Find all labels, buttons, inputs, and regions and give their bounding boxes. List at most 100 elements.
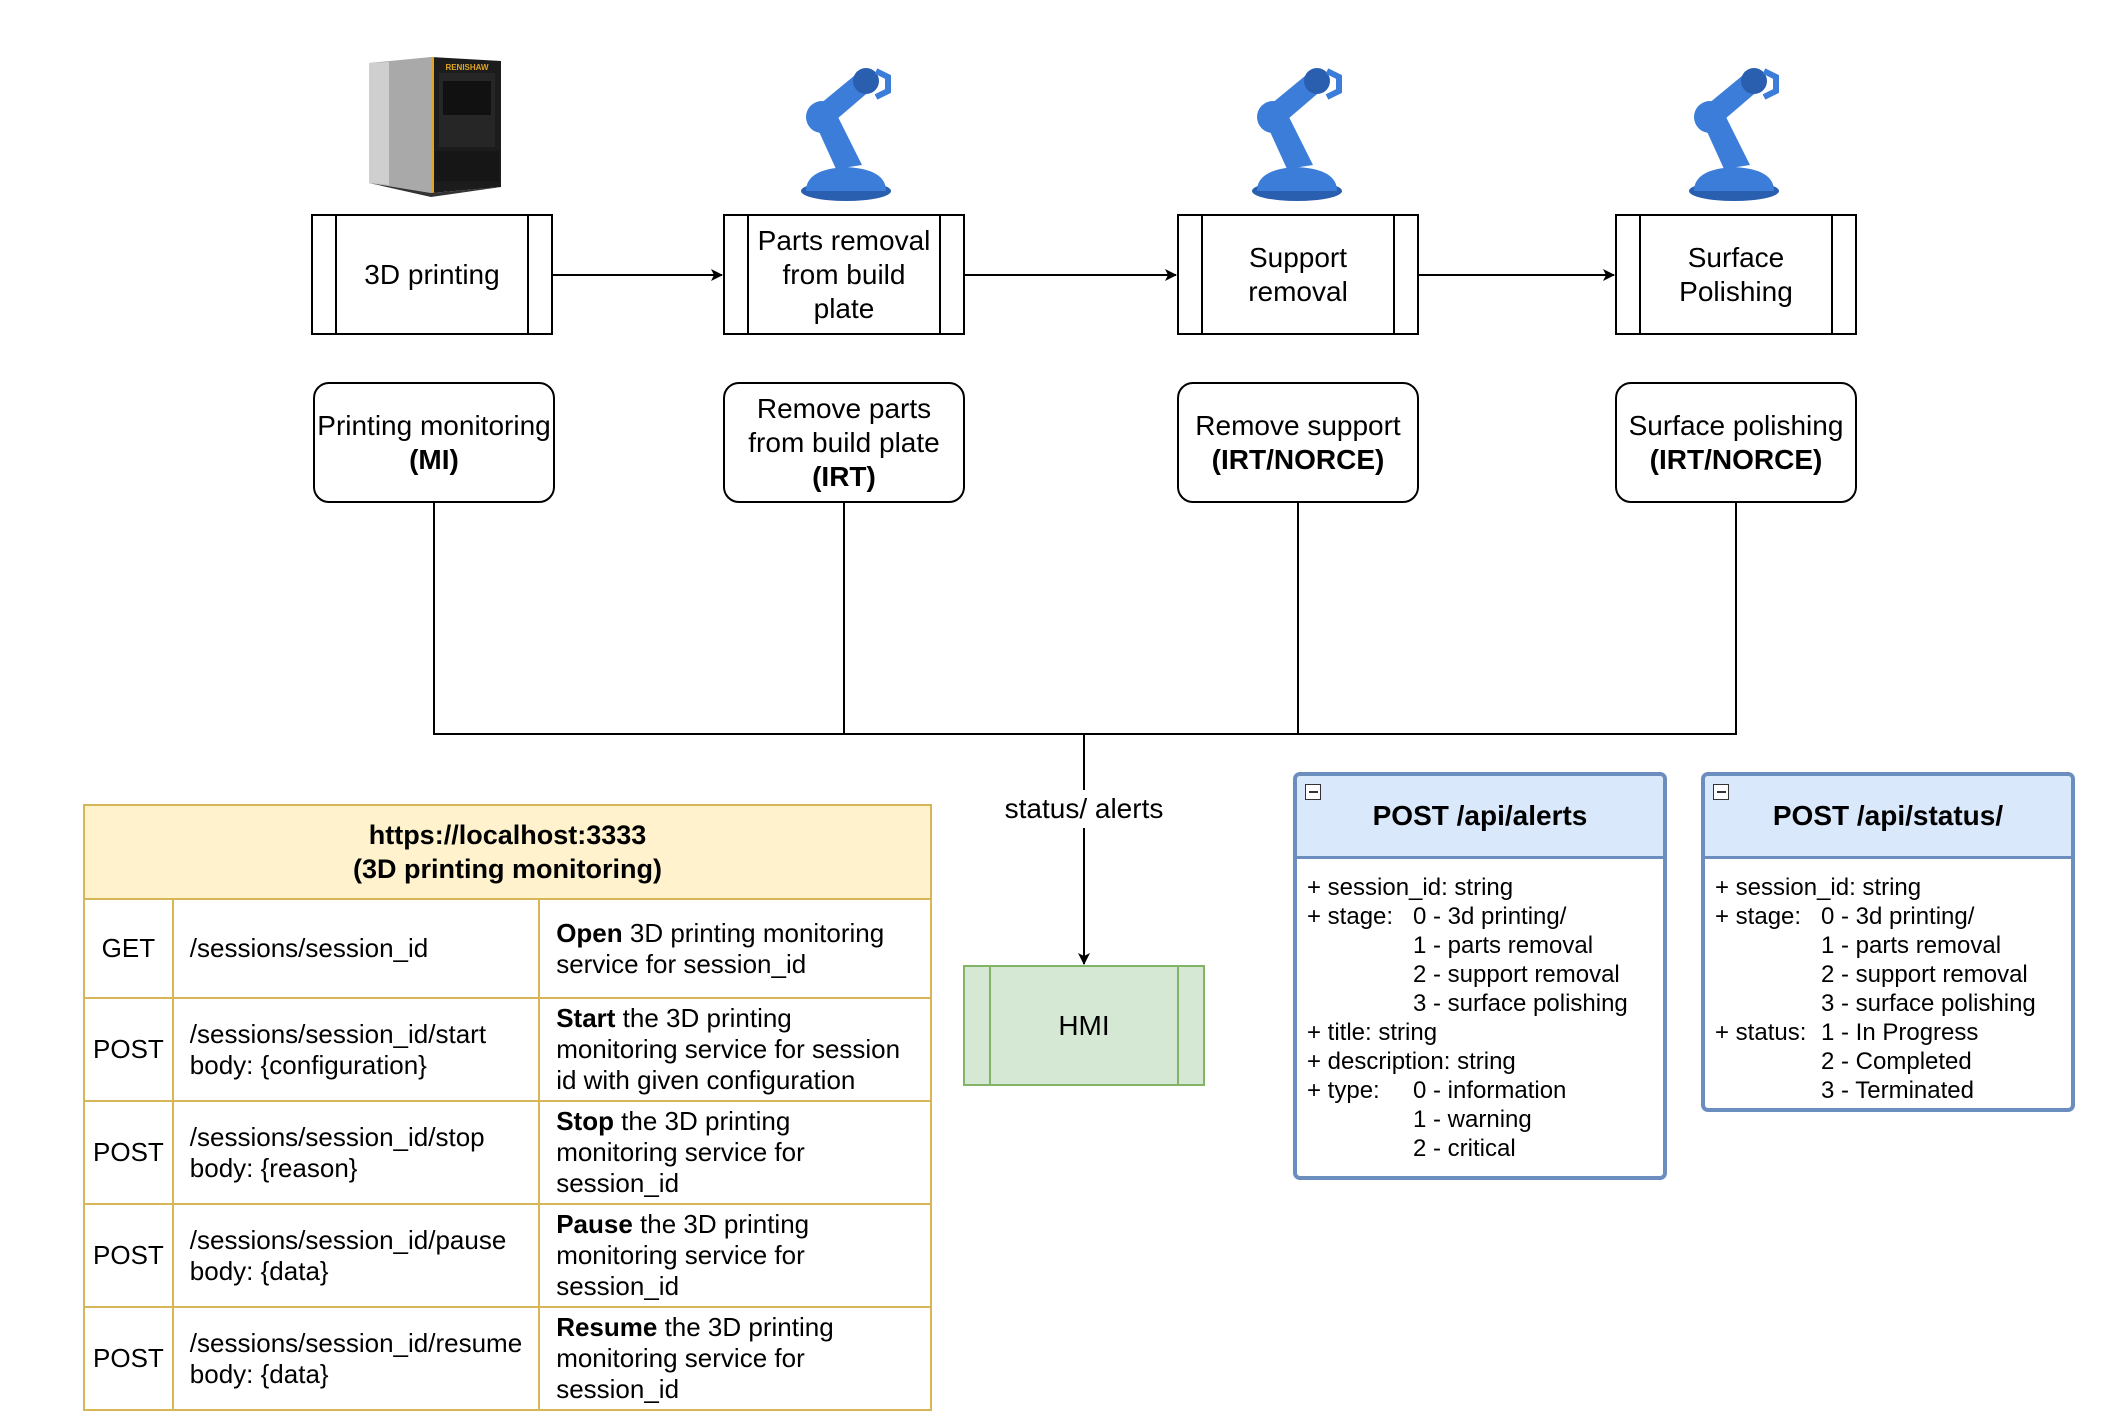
hmi-box[interactable]: HMI [963, 965, 1205, 1086]
field-value: 1 - warning [1413, 1106, 1532, 1133]
api-table-title: https://localhost:3333 [368, 820, 647, 850]
stage-parts-removal[interactable]: Parts removal from build plate [723, 214, 965, 335]
alerts-class-fields: + session_id: string + stage: 0 - 3d pri… [1297, 859, 1663, 1176]
3d-printer-icon: RENISHAW [369, 57, 501, 197]
field-value: 3 - surface polishing [1413, 990, 1628, 1017]
verb: Stop [556, 1106, 614, 1136]
status-class-fields: + session_id: string + stage: 0 - 3d pri… [1705, 859, 2071, 1108]
robot-arm-icon [1689, 68, 1779, 201]
field-key: + stage: [1715, 903, 1802, 930]
service-remove-support[interactable]: Remove support (IRT/NORCE) [1177, 382, 1419, 503]
service-owner: (IRT) [812, 460, 876, 492]
field-value: 0 - 3d printing/ [1821, 903, 1975, 930]
field-status: + status: 1 - In Progress [1715, 1018, 2061, 1047]
description-cell: Pause the 3D printing monitoring service… [538, 1203, 932, 1308]
field-value: 2 - Completed [1821, 1048, 1972, 1075]
service-name: Remove support [1195, 409, 1401, 441]
endpoint-body: body: {data} [189, 1255, 329, 1286]
endpoint-path[interactable]: /sessions/session_id [189, 933, 429, 963]
endpoint-path[interactable]: /sessions/session_id/stop [189, 1121, 485, 1152]
method-cell: POST [83, 1100, 174, 1205]
description-cell: Resume the 3D printing monitoring servic… [538, 1306, 932, 1411]
field-description: + description: string [1307, 1048, 1516, 1075]
field-value: 1 - parts removal [1413, 932, 1594, 959]
stage-label: Parts removal from build plate [757, 224, 931, 324]
field-key: + status: [1715, 1019, 1807, 1046]
table-row: POST /sessions/session_id/resume body: {… [83, 1306, 932, 1411]
field-value: 2 - support removal [1413, 961, 1620, 988]
table-row: POST /sessions/session_id/pause body: {d… [83, 1203, 932, 1308]
service-printing-monitoring[interactable]: Printing monitoring (MI) [313, 382, 555, 503]
endpoint-path[interactable]: /sessions/session_id/pause [189, 1224, 507, 1255]
path-cell: /sessions/session_id/stop body: {reason} [171, 1100, 541, 1205]
verb: Open [556, 917, 623, 948]
field-type: + type: 0 - information [1307, 1076, 1653, 1105]
alerts-class-title: POST /api/alerts [1372, 800, 1588, 831]
api-table-subtitle: (3D printing monitoring) [353, 854, 662, 884]
collapse-icon[interactable] [1713, 784, 1729, 800]
service-remove-parts[interactable]: Remove parts from build plate (IRT) [723, 382, 965, 503]
service-owner: (IRT/NORCE) [1211, 443, 1385, 475]
field-stage: + stage: 0 - 3d printing/ [1307, 902, 1653, 931]
field-key: + stage: [1307, 903, 1394, 930]
service-surface-polishing[interactable]: Surface polishing (IRT/NORCE) [1615, 382, 1857, 503]
service-name: Surface polishing [1628, 409, 1844, 441]
stage-label: Surface Polishing [1679, 241, 1793, 307]
field-value: 0 - 3d printing/ [1413, 903, 1567, 930]
printer-brand: RENISHAW [445, 63, 489, 72]
field-key: + type: [1307, 1077, 1380, 1104]
collapse-icon[interactable] [1305, 784, 1321, 800]
method-cell: POST [83, 997, 174, 1102]
service-owner: (IRT/NORCE) [1649, 443, 1823, 475]
bus-line [433, 503, 1737, 735]
description-cell: Open 3D printing monitoring service for … [538, 898, 932, 999]
field-session-id: + session_id: string [1307, 874, 1514, 901]
method-cell: POST [83, 1203, 174, 1308]
endpoint-path[interactable]: /sessions/session_id/resume [189, 1327, 523, 1358]
robot-arm-icon [1252, 68, 1342, 201]
field-value: 3 - surface polishing [1821, 990, 2036, 1017]
method-cell: GET [83, 898, 174, 999]
verb: Start [556, 1003, 616, 1033]
path-cell: /sessions/session_id [171, 898, 541, 999]
description-cell: Start the 3D printing monitoring service… [538, 997, 932, 1102]
description: 3D printing monitoring service for sessi… [556, 917, 885, 979]
endpoint-body: body: {reason} [189, 1152, 358, 1183]
service-owner: (MI) [409, 443, 459, 475]
field-value: 1 - In Progress [1821, 1019, 1979, 1046]
field-value: 3 - Terminated [1821, 1077, 1974, 1104]
api-endpoint-table: https://localhost:3333 (3D printing moni… [83, 804, 932, 1411]
status-class-box: POST /api/status/ + session_id: string +… [1701, 772, 2075, 1112]
hmi-label: HMI [1058, 1009, 1110, 1041]
description: the 3D printing monitoring service for s… [556, 1106, 805, 1198]
field-value: 2 - critical [1413, 1135, 1516, 1162]
field-title: + title: string [1307, 1019, 1438, 1046]
field-session-id: + session_id: string [1715, 874, 1922, 901]
field-stage: + stage: 0 - 3d printing/ [1715, 902, 2061, 931]
path-cell: /sessions/session_id/pause body: {data} [171, 1203, 541, 1308]
alerts-class-header: POST /api/alerts [1297, 776, 1663, 859]
field-value: 0 - information [1413, 1077, 1567, 1104]
table-row: GET /sessions/session_id Open 3D printin… [83, 898, 932, 999]
table-row: POST /sessions/session_id/stop body: {re… [83, 1100, 932, 1205]
field-value: 2 - support removal [1821, 961, 2028, 988]
method-cell: POST [83, 1306, 174, 1411]
verb: Resume [556, 1312, 658, 1342]
service-name: Remove parts from build plate [748, 392, 940, 458]
robot-arm-icon [801, 68, 891, 201]
stage-3d-printing[interactable]: 3D printing [311, 214, 553, 335]
stage-support-removal[interactable]: Support removal [1177, 214, 1419, 335]
description-cell: Stop the 3D printing monitoring service … [538, 1100, 932, 1205]
stage-surface-polishing[interactable]: Surface Polishing [1615, 214, 1857, 335]
field-value: 1 - parts removal [1821, 932, 2002, 959]
stage-label: Support removal [1248, 241, 1348, 307]
endpoint-path[interactable]: /sessions/session_id/start [189, 1018, 487, 1049]
api-table-header: https://localhost:3333 (3D printing moni… [83, 804, 932, 900]
endpoint-body: body: {data} [189, 1358, 329, 1389]
table-row: POST /sessions/session_id/start body: {c… [83, 997, 932, 1102]
description: the 3D printing monitoring service for s… [556, 1312, 834, 1404]
verb: Pause [556, 1209, 633, 1239]
status-class-title: POST /api/status/ [1772, 800, 2004, 831]
description: the 3D printing monitoring service for s… [556, 1003, 901, 1095]
